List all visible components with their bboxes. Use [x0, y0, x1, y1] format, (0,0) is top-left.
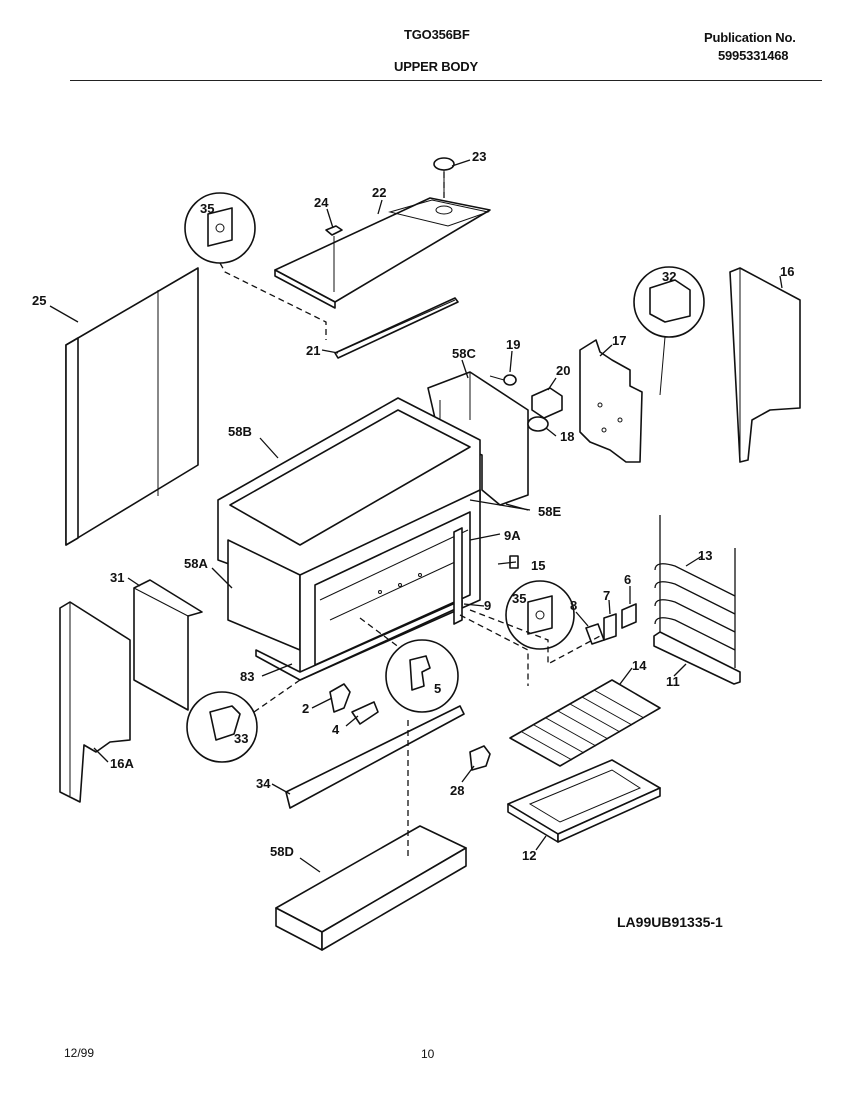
part-58d-bottom-insulation: [275, 825, 467, 951]
callout-34: 34: [256, 776, 271, 791]
callout-32: 32: [662, 269, 676, 284]
callout-35-mid: 35: [512, 591, 526, 606]
callout-19: 19: [506, 337, 520, 352]
part-35-detail-circle-top: [184, 192, 256, 264]
part-18-knob: [527, 416, 549, 432]
callout-83: 83: [240, 669, 254, 684]
callout-24: 24: [314, 195, 329, 210]
callout-6: 6: [624, 572, 631, 587]
callout-25: 25: [32, 293, 46, 308]
part-4-hinge: [351, 701, 379, 725]
callout-9a: 9A: [504, 528, 521, 543]
callout-7: 7: [603, 588, 610, 603]
part-58b-oven-body: [217, 397, 481, 681]
part-31-panel: [133, 579, 203, 711]
callout-28: 28: [450, 783, 464, 798]
assembly-line-5: [359, 617, 401, 649]
callout-4: 4: [332, 722, 340, 737]
part-21-bracket: [334, 297, 459, 359]
part-17-back-panel: [579, 339, 643, 463]
publication-number: 5995331468: [718, 48, 789, 63]
part-19-screw: [489, 374, 517, 386]
publication-label: Publication No.: [704, 30, 796, 45]
callout-17: 17: [612, 333, 626, 348]
part-5-detail-circle: [385, 639, 459, 713]
callout-9: 9: [484, 598, 491, 613]
part-25-side-panel: [65, 267, 199, 546]
part-8-bracket: [585, 623, 605, 645]
callout-23: 23: [472, 149, 486, 164]
callout-58c: 58C: [452, 346, 476, 361]
callout-5: 5: [434, 681, 441, 696]
assembly-line-bracket: [469, 609, 601, 666]
part-11-rail: [653, 631, 741, 685]
callout-58b: 58B: [228, 424, 252, 439]
assembly-line-35-top: [219, 262, 327, 340]
callout-15: 15: [531, 558, 545, 573]
callout-8: 8: [570, 598, 577, 613]
assembly-line-35-mid: [459, 614, 529, 686]
part-16a-side-panel: [59, 601, 131, 803]
model-number: TGO356BF: [404, 27, 470, 42]
callout-33: 33: [234, 731, 248, 746]
callout-18: 18: [560, 429, 574, 444]
part-6-bracket: [621, 603, 637, 629]
callout-labels: 35 24 22 23 25 21 58C 19 20 17 32 16 58B…: [32, 149, 794, 863]
part-35-detail-circle-mid: [505, 580, 575, 650]
assembly-line-33: [253, 679, 301, 713]
part-14-oven-rack: [509, 679, 661, 767]
leader-lines: [49, 159, 783, 873]
callout-13: 13: [698, 548, 712, 563]
callout-58a: 58A: [184, 556, 208, 571]
part-28-clip: [469, 745, 491, 771]
part-20-block: [531, 387, 563, 419]
callout-58e: 58E: [538, 504, 561, 519]
callout-11: 11: [666, 674, 680, 689]
part-7-bracket: [603, 613, 617, 641]
callout-31: 31: [110, 570, 124, 585]
diagram-id: LA99UB91335-1: [617, 914, 723, 930]
footer-page-number: 10: [421, 1047, 435, 1061]
callout-21: 21: [306, 343, 320, 358]
callout-12: 12: [522, 848, 536, 863]
header-rule: [70, 80, 822, 81]
callout-58d: 58D: [270, 844, 294, 859]
callout-20: 20: [556, 363, 570, 378]
part-33-detail-circle: [186, 691, 258, 763]
section-title: UPPER BODY: [394, 59, 478, 74]
callout-2: 2: [302, 701, 309, 716]
part-22-top-panel: [274, 197, 491, 309]
part-13-rack-supports: [654, 515, 736, 668]
callout-22: 22: [372, 185, 386, 200]
callout-35-top: 35: [200, 201, 214, 216]
callout-14: 14: [632, 658, 647, 673]
part-12-broiler-pan: [507, 759, 661, 843]
footer-date: 12/99: [64, 1046, 95, 1060]
callout-16a: 16A: [110, 756, 134, 771]
part-16-side-trim: [729, 267, 801, 463]
part-2-hinge: [329, 683, 351, 713]
part-34-trim-strip: [285, 705, 465, 809]
part-32-detail-circle: [633, 266, 705, 396]
callout-16: 16: [780, 264, 794, 279]
